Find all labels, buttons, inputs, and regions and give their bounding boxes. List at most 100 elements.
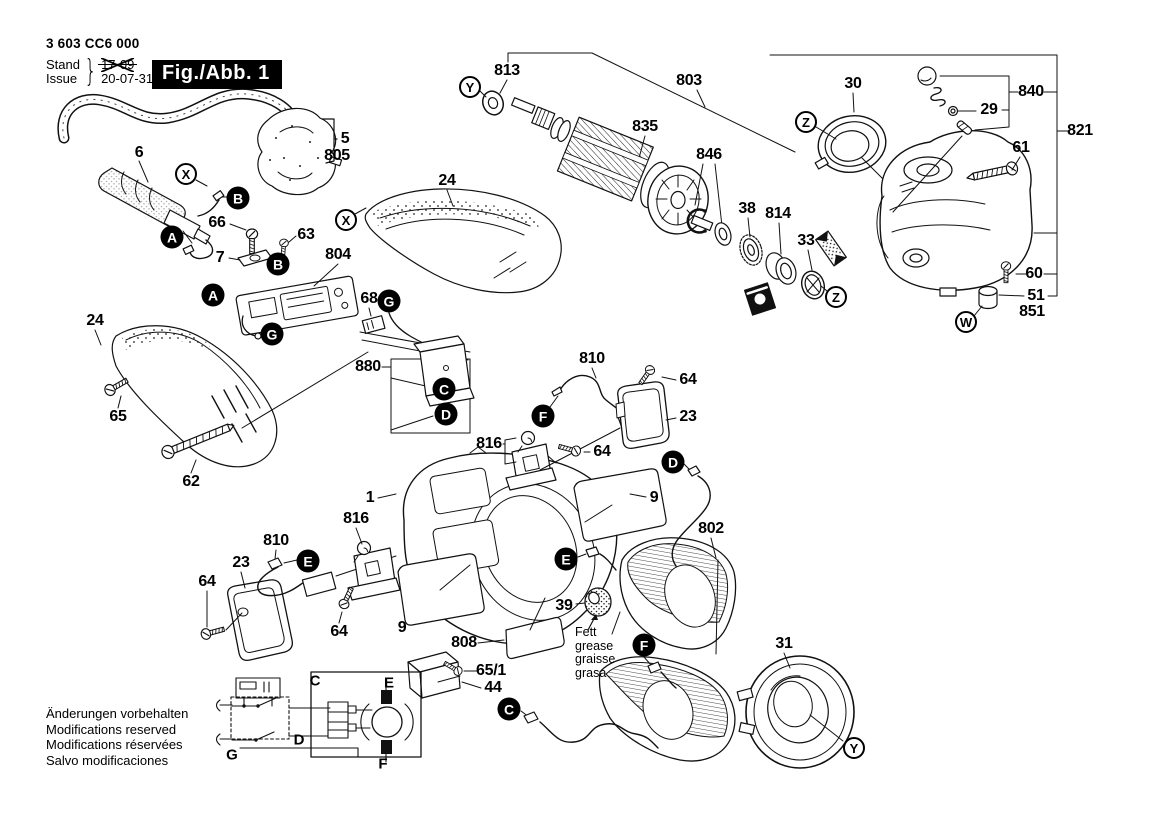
stand-value-struck: 17-09 [98, 56, 138, 72]
brush-holder-816-top [502, 427, 621, 491]
handle-bottom [94, 325, 278, 468]
screw-64-top-right [557, 441, 591, 458]
part-label-803-13: 803 [676, 72, 702, 89]
gasket-9-left [397, 553, 485, 626]
part-label-33-17: 33 [797, 232, 815, 249]
stator-upper-802 [619, 537, 737, 650]
wiring-schematic [215, 671, 422, 763]
part-label-60-23: 60 [1025, 265, 1043, 282]
ref-marker-g-12: G [377, 289, 401, 313]
block-44 [407, 651, 482, 699]
armature-835 [510, 97, 714, 235]
circlip-846 [686, 163, 723, 234]
part-label-840-19: 840 [1018, 83, 1044, 100]
ref-marker-f-15: F [531, 404, 555, 428]
bracket-5-805 [321, 118, 338, 164]
issue-label: Issue [46, 70, 78, 86]
gasket-808 [477, 597, 565, 660]
part-label-64-31: 64 [679, 371, 697, 388]
part-label-816-39: 816 [343, 510, 369, 527]
damper-block [743, 282, 777, 316]
ref-marker-e-17: E [554, 547, 578, 571]
part-label-65-9: 65 [109, 408, 127, 425]
part-label-804-6: 804 [325, 246, 351, 263]
part-label-816-29: 816 [476, 435, 502, 452]
part-label-31-46: 31 [775, 635, 793, 652]
schematic-letter-c: C [309, 672, 321, 690]
notice-line-es: Salvo modificaciones [46, 752, 169, 768]
screw-64-bottom-left [199, 590, 243, 641]
part-label-1-35: 1 [365, 489, 375, 506]
ref-marker-c-20: C [497, 697, 521, 721]
part-label-7-5: 7 [215, 249, 225, 266]
ring-30 [814, 92, 887, 181]
gasket-9-right [573, 468, 667, 542]
screw-62 [161, 351, 369, 474]
detent-parts-840 [892, 66, 1058, 213]
notice-line-en: Modifications reserved [46, 721, 177, 737]
part-label-880-27: 880 [355, 358, 381, 375]
title-block: 3 603 CC6 000 Stand Issue } 17-09 20-07-… [46, 36, 153, 89]
schematic-letter-f: F [378, 755, 388, 773]
ref-marker-d-16: D [661, 450, 685, 474]
part-label-24-8: 24 [86, 312, 104, 329]
ref-marker-z-4: Z [795, 111, 817, 133]
ref-marker-z-5: Z [825, 286, 847, 308]
schematic-letter-g: G [226, 746, 238, 764]
part-label-808-42: 808 [451, 634, 477, 651]
part-label-851-25: 851 [1019, 303, 1045, 320]
bearing-813 [479, 90, 505, 116]
part-label-64-38: 64 [198, 573, 216, 590]
wire-d-right [671, 463, 711, 567]
brace-glyph: } [84, 54, 97, 89]
part-label-64-30: 64 [593, 443, 611, 460]
bearing-flange-31 [736, 652, 855, 769]
ref-marker-f-19: F [632, 633, 656, 657]
stand-label: Stand [46, 56, 80, 72]
type-number: 3 603 CC6 000 [46, 36, 140, 51]
part-label-9-33: 9 [649, 489, 659, 506]
ref-marker-e-18: E [296, 549, 320, 573]
part-label-821-21: 821 [1067, 122, 1093, 139]
switch-module-804 [235, 263, 471, 361]
part-label-810-28: 810 [579, 350, 605, 367]
part-label-24-7: 24 [438, 172, 456, 189]
part-label-51-24: 51 [1027, 287, 1045, 304]
screw-66 [229, 223, 259, 255]
ref-marker-a-8: A [201, 283, 225, 307]
notice-line-fr: Modifications réservées [46, 737, 183, 752]
screw-60 [1000, 261, 1027, 284]
brush-insert [815, 230, 847, 267]
part-label-30-18: 30 [844, 75, 862, 92]
ref-marker-b-9: B [226, 186, 250, 210]
part-label-805-1: 805 [324, 147, 350, 164]
part-label-5-0: 5 [340, 130, 350, 147]
grease-ring-39 [575, 587, 621, 635]
gear-housing [876, 130, 1033, 297]
ref-marker-b-10: B [266, 252, 290, 276]
handle-top [354, 188, 562, 294]
washer [714, 222, 732, 246]
part-label-810-36: 810 [263, 532, 289, 549]
cover-23-top [615, 381, 677, 449]
part-label-39-45: 39 [555, 597, 573, 614]
schematic-letter-d: D [293, 731, 305, 749]
part-label-6-2: 6 [134, 144, 144, 161]
screw-64-above-23 [636, 363, 677, 387]
schematic-letter-e: E [383, 674, 395, 692]
wire-e-mid [577, 546, 617, 571]
wire-f-mid [643, 656, 677, 689]
cord-lead-wires [182, 179, 228, 260]
ref-marker-x-1: X [335, 209, 357, 231]
ref-marker-g-11: G [260, 322, 284, 346]
part-label-61-22: 61 [1012, 139, 1030, 156]
group-bracket-803 [499, 52, 796, 159]
part-label-63-4: 63 [297, 226, 315, 243]
notice-line-de: Änderungen vorbehalten [46, 706, 189, 721]
stator-lower-802 [598, 559, 736, 762]
part-label-846-14: 846 [696, 146, 722, 163]
sleeve-51 [973, 285, 1025, 317]
ring-33 [800, 249, 828, 300]
wire-c-bottom [520, 710, 659, 749]
